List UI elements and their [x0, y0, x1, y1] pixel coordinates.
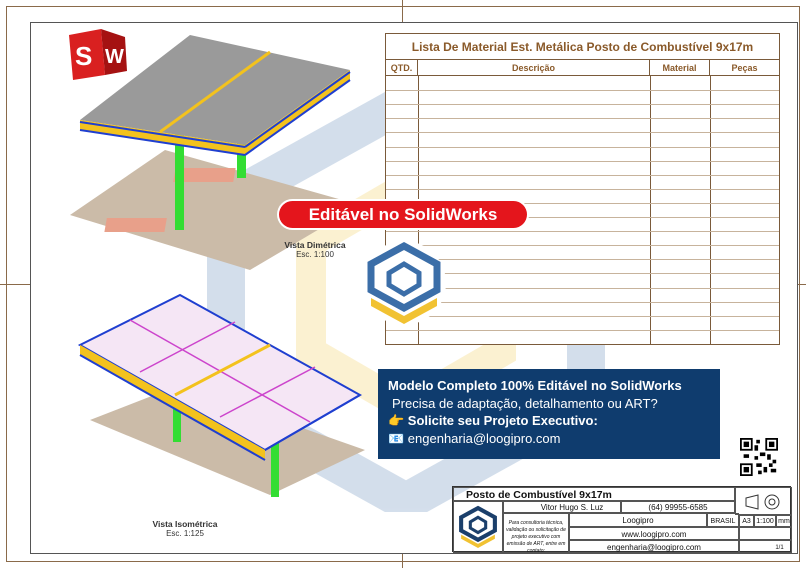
- table-row-divider: [386, 160, 779, 162]
- table-row-divider: [386, 301, 779, 303]
- designer-cell: Vitor Hugo S. Luz: [503, 501, 621, 513]
- isometric-view-drawing: [77, 293, 365, 497]
- website: www.loogipro.com: [621, 530, 687, 539]
- blank-cell: [739, 527, 792, 540]
- table-row-divider: [386, 287, 779, 289]
- promo-cta: 👉 Solicite seu Projeto Executivo:: [388, 413, 598, 428]
- bottom-center-tick: [402, 554, 403, 568]
- scale-cell: 1:100: [754, 515, 776, 527]
- company-name: Loogipro: [622, 516, 654, 525]
- phone-cell: (64) 99955-6585: [621, 501, 735, 513]
- country-cell: BRASIL: [707, 513, 739, 527]
- promo-headline: Modelo Completo 100% Editável no SolidWo…: [388, 378, 682, 393]
- left-center-tick: [0, 284, 30, 285]
- projection-symbol-icon: [745, 494, 780, 510]
- phone-number: (64) 99955-6585: [648, 503, 708, 512]
- table-row-divider: [386, 259, 779, 261]
- column-header-pieces: Peças: [731, 62, 758, 73]
- column-header-qty: QTD.: [386, 60, 418, 75]
- promo-email: 📧 engenharia@loogipro.com: [388, 431, 561, 446]
- svg-text:W: W: [105, 46, 124, 68]
- dimetric-view-label: Vista Dimétrica Esc. 1:100: [270, 240, 360, 259]
- table-row-divider: [386, 273, 779, 275]
- sheet-number: 1/1: [775, 545, 784, 551]
- inner-border: [30, 22, 798, 554]
- material-list-title: Lista De Material Est. Metálica Posto de…: [386, 34, 779, 60]
- dimetric-view-scale: Esc. 1:100: [296, 250, 334, 259]
- table-row-divider: [386, 329, 779, 331]
- solidworks-logo-icon: S W: [69, 29, 127, 80]
- email: engenharia@loogipro.com: [607, 543, 701, 552]
- title-block: Posto de Combustível 9x17m Vitor Hugo S.…: [452, 486, 792, 554]
- title-block-logo-cell: [453, 501, 503, 553]
- scale: 1:100: [756, 518, 774, 525]
- top-center-tick: [402, 0, 403, 22]
- email-cell: engenharia@loogipro.com: [569, 540, 739, 553]
- table-row-divider: [386, 118, 779, 120]
- isometric-view-scale: Esc. 1:125: [166, 529, 204, 538]
- website-cell: www.loogipro.com: [569, 527, 739, 540]
- unit: mm: [778, 518, 790, 525]
- right-center-tick: [798, 284, 806, 285]
- sheet-number-cell: 1/1: [739, 540, 792, 553]
- country: BRASIL: [710, 518, 736, 525]
- isometric-view-label: Vista Isométrica Esc. 1:125: [140, 519, 230, 538]
- sheet-size: A3: [742, 518, 751, 525]
- column-header-description: Descrição: [418, 60, 650, 75]
- company-cell: Loogipro: [569, 513, 707, 527]
- editable-badge: Editável no SolidWorks: [279, 201, 527, 228]
- table-row-divider: [386, 174, 779, 176]
- svg-text:S: S: [75, 41, 92, 71]
- column-divider: [710, 76, 711, 344]
- drawing-title: Posto de Combustível 9x17m: [466, 489, 612, 501]
- consulting-note: Para consultoria técnica, validação ou s…: [506, 520, 566, 554]
- table-row-divider: [386, 202, 779, 204]
- table-row-divider: [386, 231, 779, 233]
- isometric-view-name: Vista Isométrica: [152, 519, 218, 529]
- column-divider: [650, 76, 651, 344]
- designer-name: Vitor Hugo S. Luz: [540, 503, 604, 512]
- loogipro-logo-icon: [362, 241, 446, 325]
- promo-question: Precisa de adaptação, detalhamento ou AR…: [392, 396, 658, 411]
- table-row-divider: [386, 217, 779, 219]
- dimetric-view-name: Vista Dimétrica: [284, 240, 346, 250]
- material-list-table: Lista De Material Est. Metálica Posto de…: [385, 33, 780, 345]
- table-row-divider: [386, 90, 779, 92]
- qr-code-icon: [740, 438, 778, 476]
- material-list-body: [386, 76, 779, 344]
- table-row-divider: [386, 132, 779, 134]
- column-header-material: Material: [650, 60, 710, 75]
- title-cell: Posto de Combustível 9x17m: [453, 487, 735, 501]
- table-row-divider: [386, 315, 779, 317]
- unit-cell: mm: [776, 515, 792, 527]
- table-row-divider: [386, 188, 779, 190]
- note-cell: Para consultoria técnica, validação ou s…: [503, 513, 569, 554]
- loogipro-small-logo-icon: [459, 505, 497, 548]
- table-row-divider: [386, 104, 779, 106]
- material-list-header: QTD. Descrição Material Peças: [386, 60, 779, 76]
- sheet-size-cell: A3: [739, 515, 754, 527]
- promo-box: Modelo Completo 100% Editável no SolidWo…: [378, 369, 720, 459]
- projection-symbol-cell: [735, 487, 792, 515]
- table-row-divider: [386, 146, 779, 148]
- table-row-divider: [386, 245, 779, 247]
- dimetric-view-drawing: [70, 35, 360, 270]
